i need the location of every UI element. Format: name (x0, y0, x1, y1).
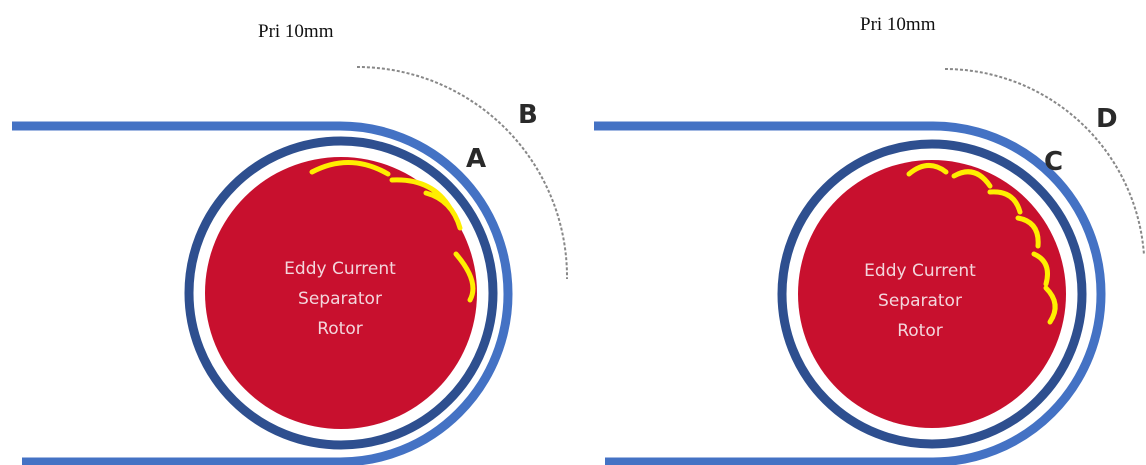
panel-left: Pri 10mm Eddy Current Separator Rotor A … (12, 21, 569, 465)
trajectory-path (944, 68, 1145, 256)
particle (309, 160, 391, 177)
rotor-label-line-1: Eddy Current (284, 259, 396, 279)
rotor-label-line-3: Rotor (897, 321, 943, 341)
particle (1043, 285, 1058, 325)
rotor-label-line-2: Separator (878, 291, 962, 311)
drum-shell (184, 136, 498, 450)
rotor (205, 157, 477, 429)
belt-point-label: C (1044, 147, 1063, 177)
panel-caption: Pri 10mm (258, 21, 334, 42)
conveyor-belt (594, 121, 1106, 465)
rotor-label-line-3: Rotor (317, 319, 363, 339)
rotor-label-line-1: Eddy Current (864, 261, 976, 281)
rotor-label-line-2: Separator (298, 289, 382, 309)
particle (1015, 215, 1041, 249)
panel-right: Pri 10mm Eddy Current Separator Rotor C … (594, 14, 1145, 465)
trajectory-path (356, 66, 569, 280)
particle (987, 189, 1023, 215)
panel-caption: Pri 10mm (860, 14, 936, 35)
particle (423, 190, 463, 231)
particle (453, 251, 476, 303)
belt-point-label: A (466, 144, 486, 174)
drum-shell (777, 139, 1087, 449)
particle (951, 169, 993, 189)
trajectory-point-label: D (1096, 104, 1118, 134)
conveyor-belt (12, 121, 513, 465)
particle (906, 163, 949, 177)
rotor (798, 160, 1066, 428)
particle (1031, 251, 1050, 287)
trajectory-point-label: B (518, 100, 538, 130)
